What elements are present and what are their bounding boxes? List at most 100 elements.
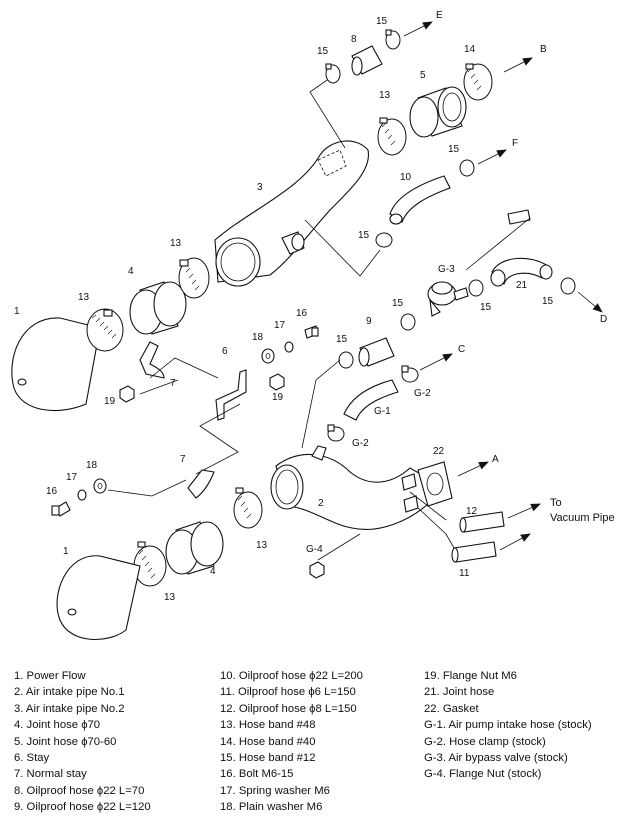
callout-11: 11 bbox=[459, 568, 470, 579]
destination-vacuum-pipe: Vacuum Pipe bbox=[550, 512, 615, 524]
legend-item: 15. Hose band #12 bbox=[220, 752, 316, 765]
callout-1-lower: 1 bbox=[63, 546, 69, 557]
legend-item: 13. Hose band #48 bbox=[220, 719, 316, 732]
joint-hose-5 bbox=[409, 86, 467, 138]
legend-item: 11. Oilproof hose ϕ6 L=150 bbox=[220, 686, 356, 699]
legend-item: 5. Joint hose ϕ70-60 bbox=[14, 735, 117, 748]
legend-item: 9. Oilproof hose ϕ22 L=120 bbox=[14, 801, 151, 814]
callout-g4: G-4 bbox=[306, 544, 323, 555]
legend-item: 18. Plain washer M6 bbox=[220, 801, 323, 814]
callout-15-9left: 15 bbox=[336, 334, 348, 345]
callout-17-lower: 17 bbox=[66, 472, 78, 483]
callout-7-lower: 7 bbox=[180, 454, 186, 465]
callout-7-upper: 7 bbox=[170, 378, 176, 389]
callout-5: 5 bbox=[420, 70, 426, 81]
hose-band-13-lower bbox=[133, 541, 167, 587]
joint-hose-4-lower bbox=[165, 521, 224, 575]
callout-13-left: 13 bbox=[78, 292, 90, 303]
hose-band-15-top bbox=[385, 29, 401, 50]
oilproof-hose-12 bbox=[459, 511, 505, 533]
parts-legend: 1. Power Flow 2. Air intake pipe No.1 3.… bbox=[14, 668, 618, 826]
legend-column-3: 19. Flange Nut M6 21. Joint hose 22. Gas… bbox=[424, 668, 629, 783]
legend-item: 7. Normal stay bbox=[14, 768, 87, 781]
callout-g2-upper: G-2 bbox=[414, 388, 431, 399]
legend-column-2: 10. Oilproof hose ϕ22 L=200 11. Oilproof… bbox=[220, 668, 425, 816]
power-flow-filter-lower bbox=[56, 555, 141, 640]
hose-clamp-g2-lower bbox=[327, 424, 345, 442]
callout-4-upper: 4 bbox=[128, 266, 134, 277]
bolt-16-upper bbox=[304, 325, 319, 339]
normal-stay-7-upper bbox=[139, 341, 165, 379]
spring-washer-17-lower bbox=[77, 489, 87, 501]
callout-17-upper: 17 bbox=[274, 320, 286, 331]
callout-15-mid: 15 bbox=[358, 230, 370, 241]
joint-hose-21 bbox=[490, 257, 553, 287]
legend-item: 10. Oilproof hose ϕ22 L=200 bbox=[220, 670, 363, 682]
callout-1-upper: 1 bbox=[14, 306, 20, 317]
destination-d: D bbox=[600, 314, 607, 325]
flange-nut-g4 bbox=[309, 561, 325, 579]
callout-14: 14 bbox=[464, 44, 476, 55]
callout-18-lower: 18 bbox=[86, 460, 98, 471]
hose-band-15-mid bbox=[375, 232, 393, 248]
legend-item: 2. Air intake pipe No.1 bbox=[14, 686, 125, 699]
legend-item: 16. Bolt M6-15 bbox=[220, 768, 294, 781]
stay-6 bbox=[215, 369, 247, 421]
air-bypass-valve-g3 bbox=[427, 281, 469, 317]
gasket-22 bbox=[417, 461, 453, 507]
destination-b: B bbox=[540, 44, 547, 55]
air-intake-pipe-no2 bbox=[214, 140, 369, 287]
legend-item: 17. Spring washer M6 bbox=[220, 784, 330, 797]
callout-15-upper-left: 15 bbox=[317, 46, 329, 57]
callout-8: 8 bbox=[351, 34, 357, 45]
callout-22: 22 bbox=[433, 446, 445, 457]
legend-item: 8. Oilproof hose ϕ22 L=70 bbox=[14, 784, 145, 797]
joint-hose-4-upper bbox=[129, 281, 187, 335]
callout-21: 21 bbox=[516, 280, 528, 291]
destination-a: A bbox=[492, 454, 499, 465]
callout-3: 3 bbox=[257, 182, 263, 193]
hose-band-13-upper bbox=[178, 257, 210, 299]
destination-c: C bbox=[458, 344, 465, 355]
callout-15-9right: 15 bbox=[392, 298, 404, 309]
legend-item: 4. Joint hose ϕ70 bbox=[14, 719, 101, 732]
callout-15-d: 15 bbox=[542, 296, 554, 307]
callout-4-lower: 4 bbox=[210, 566, 216, 577]
legend-item: G-1. Air pump intake hose (stock) bbox=[424, 719, 592, 732]
hose-band-15-9right bbox=[400, 313, 416, 331]
callout-13-lower: 13 bbox=[164, 592, 176, 603]
legend-item: 3. Air intake pipe No.2 bbox=[14, 702, 125, 715]
legend-item: G-2. Hose clamp (stock) bbox=[424, 735, 546, 748]
callout-g3: G-3 bbox=[438, 264, 455, 275]
destination-e: E bbox=[436, 10, 443, 21]
hose-band-15-9left bbox=[338, 351, 354, 369]
hose-clamp-g2-upper bbox=[401, 365, 419, 383]
callout-16-upper: 16 bbox=[296, 308, 308, 319]
legend-item: 14. Hose band #40 bbox=[220, 735, 316, 748]
callout-g1: G-1 bbox=[374, 406, 391, 417]
callout-g2-lower: G-2 bbox=[352, 438, 369, 449]
normal-stay-7-lower bbox=[187, 469, 215, 499]
hose-band-15-f bbox=[459, 159, 475, 177]
g1-air-pump-pipe-top bbox=[465, 209, 531, 271]
legend-item: 1. Power Flow bbox=[14, 670, 86, 682]
g1-air-pump-intake-hose bbox=[343, 379, 399, 421]
callout-19-mid: 19 bbox=[272, 392, 284, 403]
spring-washer-17-upper bbox=[284, 341, 294, 353]
hose-band-15-d bbox=[560, 277, 576, 295]
legend-item: 12. Oilproof hose ϕ8 L=150 bbox=[220, 702, 357, 715]
callout-15-f: 15 bbox=[448, 144, 460, 155]
callout-10: 10 bbox=[400, 172, 412, 183]
hose-band-14 bbox=[463, 63, 493, 101]
callout-16-lower: 16 bbox=[46, 486, 58, 497]
legend-item: G-4. Flange Nut (stock) bbox=[424, 768, 542, 781]
oilproof-hose-9 bbox=[358, 337, 395, 367]
callout-13-upper: 13 bbox=[170, 238, 182, 249]
power-flow-filter-upper bbox=[11, 317, 101, 412]
callout-15-top: 15 bbox=[376, 16, 388, 27]
legend-item: 21. Joint hose bbox=[424, 686, 495, 699]
legend-column-1: 1. Power Flow 2. Air intake pipe No.1 3.… bbox=[14, 668, 219, 816]
exploded-parts-diagram: 1 1 2 3 4 4 5 6 7 7 8 9 10 11 12 13 13 1… bbox=[11, 10, 615, 640]
callout-12: 12 bbox=[466, 506, 478, 517]
hose-band-13-right bbox=[377, 117, 407, 156]
